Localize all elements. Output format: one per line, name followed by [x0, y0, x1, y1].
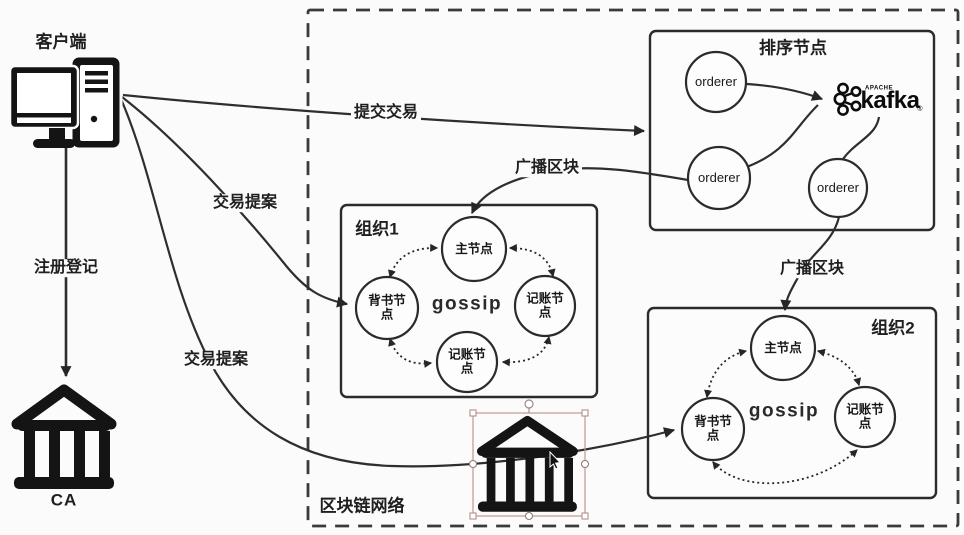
mouse-cursor [549, 450, 562, 470]
org1-committer-bottom-label: 记账节点 [448, 347, 486, 376]
gossip-arcs-org1 [388, 243, 556, 368]
orderer-group-box [648, 29, 936, 232]
gossip-arcs-org2 [704, 348, 862, 485]
orderer2-label: orderer [698, 169, 740, 185]
arc-leader-committer-org2 [816, 348, 862, 387]
arc-endorser-leader-org2 [704, 348, 748, 399]
selection-handle-nw[interactable] [469, 409, 477, 417]
org2-title: 组织2 [871, 318, 915, 338]
selection-handle-e[interactable] [580, 459, 590, 469]
org1-leader-node [440, 215, 508, 283]
selection-adornments[interactable] [468, 399, 590, 521]
ca-label: CA [50, 490, 78, 510]
arc-endorser-committer-bottom-org1 [388, 337, 433, 368]
selection-handle-s[interactable] [524, 511, 534, 521]
network-label: 区块链网络 [319, 496, 405, 516]
org2-leader-node [749, 314, 817, 382]
proposal-bottom-edge-label: 交易提案 [180, 351, 252, 369]
selection-handle-ne[interactable] [581, 409, 589, 417]
arc-endorser-committer-org2 [712, 449, 858, 485]
client-computer-icon [8, 54, 123, 151]
org1-committer-right-node [513, 274, 577, 338]
submit-edge-label: 提交交易 [350, 104, 422, 122]
rotation-handle[interactable] [524, 399, 534, 409]
selected-bank-icon[interactable] [476, 416, 578, 512]
arc-committers-org1 [501, 335, 552, 367]
org2-committer-node [833, 385, 897, 449]
org2-endorser-label: 背书节点 [694, 414, 732, 443]
arc-endorser-leader-org1 [388, 243, 439, 279]
org1-gossip-label: gossip [431, 293, 503, 315]
orderer3-label: orderer [817, 179, 859, 195]
org2-endorser-node [680, 396, 746, 462]
org2-leader-label: 主节点 [764, 340, 802, 355]
edge-proposal-to-org1 [121, 96, 349, 308]
edge-kafka-to-orderer3 [842, 116, 881, 160]
kafka-apache-label: APACHE [865, 85, 893, 92]
blockchain-network-boundary [306, 8, 960, 528]
selection-handle-sw[interactable] [469, 512, 477, 520]
org2-gossip-label: gossip [748, 400, 820, 422]
orderer3-node [807, 157, 869, 219]
org1-endorser-label: 背书节点 [368, 293, 406, 322]
orderer2-node [686, 145, 752, 211]
orderer-group-title: 排序节点 [759, 38, 827, 58]
org1-leader-label: 主节点 [455, 241, 493, 256]
register-edge-label: 注册登记 [30, 259, 102, 277]
broadcast-org2-edge-label: 广播区块 [776, 260, 848, 278]
kafka-logo-icon [833, 82, 862, 116]
edge-orderer1-to-kafka [746, 82, 824, 101]
kafka-registered-mark: ® [917, 106, 923, 114]
org2-committer-label: 记账节点 [846, 402, 884, 431]
orderer1-node [684, 50, 748, 114]
client-label: 客户端 [35, 32, 87, 52]
edge-orderer2-to-kafka [743, 104, 819, 170]
selection-handle-w[interactable] [468, 459, 478, 469]
org1-committer-bottom-node [435, 330, 499, 394]
org1-committer-right-label: 记账节点 [526, 291, 564, 320]
selection-handle-se[interactable] [581, 512, 589, 520]
ca-bank-icon [11, 384, 117, 489]
kafka-wordmark: kafka [860, 86, 920, 114]
arc-leader-committer-org1 [508, 244, 556, 278]
org1-endorser-node [354, 275, 420, 341]
node-circles [354, 50, 897, 462]
orderer1-label: orderer [695, 73, 737, 89]
org1-title: 组织1 [355, 219, 399, 239]
proposal-top-edge-label: 交易提案 [209, 194, 281, 212]
broadcast-org1-edge-label: 广播区块 [511, 159, 583, 177]
